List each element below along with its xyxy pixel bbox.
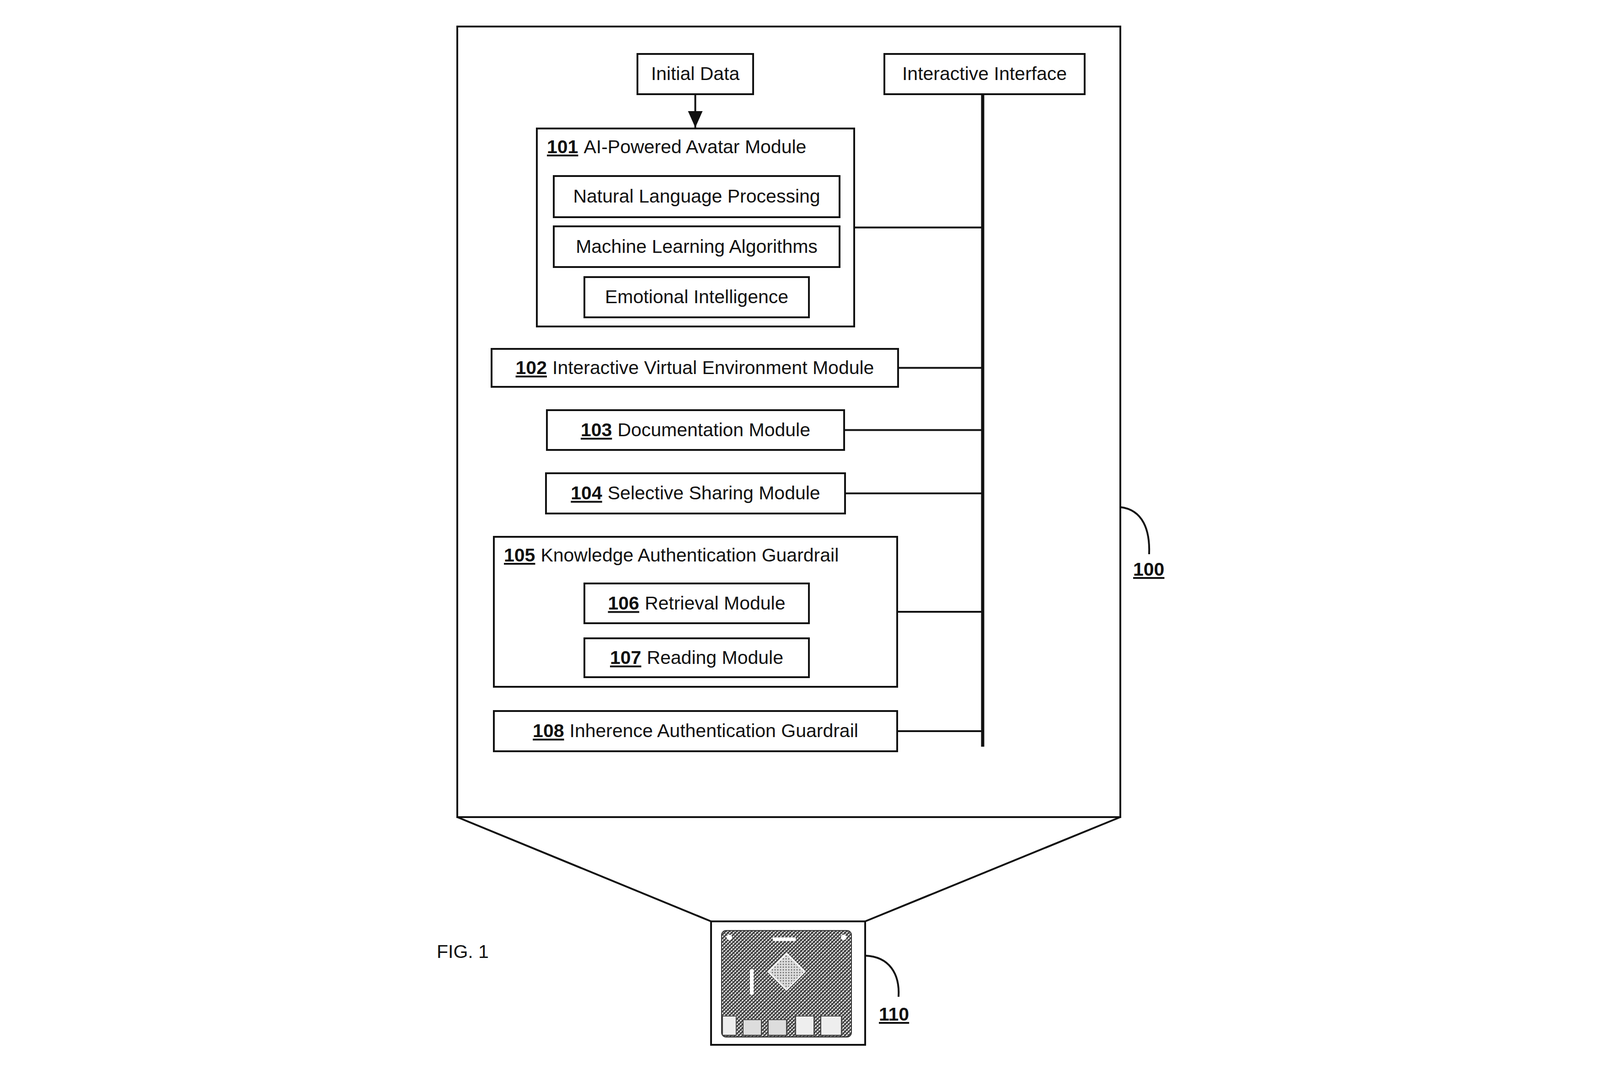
callout-number: 108 (532, 720, 564, 742)
module-box: 102Interactive Virtual Environment Modul… (490, 347, 899, 388)
text-row: Initial Data (638, 62, 753, 86)
text-row: 104Selective Sharing Module (546, 481, 845, 505)
submodule-box: 107Reading Module (583, 637, 810, 679)
box-label: Initial Data (651, 63, 740, 85)
text-row: 107Reading Module (585, 646, 809, 669)
bus-connector (898, 95, 983, 369)
box-label: Inherence Authentication Guardrail (569, 720, 859, 742)
text-row: 101AI-Powered Avatar Module (537, 135, 854, 159)
text-row: 105Knowledge Authentication Guardrail (494, 544, 897, 567)
leader-line (1120, 507, 1150, 555)
system-outline (457, 26, 1121, 818)
guardrail-box: 105Knowledge Authentication Guardrail 106… (492, 535, 899, 688)
input-box: Initial Data (636, 53, 755, 96)
figure-label: FIG. 1 (436, 941, 489, 963)
box-label: Knowledge Authentication Guardrail (540, 544, 839, 566)
bus-connector (898, 95, 983, 612)
callout-number: 101 (546, 136, 578, 158)
box-label: Interactive Interface (902, 63, 1067, 85)
module-box: 101AI-Powered Avatar ModuleNatural Langu… (535, 127, 856, 328)
text-row: Natural Language Processing (554, 185, 839, 208)
circuit-board (711, 921, 866, 1045)
bus-connector (898, 95, 983, 732)
box-label: Reading Module (646, 647, 784, 669)
zoom-line (865, 817, 1121, 922)
bus-connector (855, 95, 983, 228)
submodule-box: 106Retrieval Module (583, 582, 810, 625)
zoom-line (457, 817, 712, 922)
text-row: 102Interactive Virtual Environment Modul… (492, 356, 898, 380)
callout-number: 104 (570, 482, 602, 504)
box-label: Natural Language Processing (572, 185, 820, 207)
box-label: Selective Sharing Module (607, 482, 821, 504)
box-label: Retrieval Module (644, 592, 786, 614)
feature-box: Machine Learning Algorithms (552, 225, 841, 268)
callout-number: 105 (503, 544, 536, 566)
arrow-connector (694, 95, 697, 128)
text-row: Machine Learning Algorithms (554, 235, 839, 258)
text-row: 103Documentation Module (547, 418, 844, 442)
module-box: 104Selective Sharing Module (545, 472, 846, 515)
box-label: Emotional Intelligence (604, 286, 789, 308)
box-label: Documentation Module (617, 419, 811, 441)
bus-connector (845, 95, 983, 494)
callout-number: 110 (878, 1003, 910, 1026)
text-row: 106Retrieval Module (585, 592, 809, 615)
interface-box: Interactive Interface (883, 53, 1086, 96)
text-row: Interactive Interface (885, 62, 1084, 86)
box-label: Interactive Virtual Environment Module (552, 357, 874, 379)
callout-number: 103 (580, 419, 612, 441)
guardrail-box: 108Inherence Authentication Guardrail (492, 710, 899, 753)
interface-bus (981, 95, 985, 747)
leader-line (865, 955, 899, 997)
callout-number: 100 (1133, 558, 1165, 581)
callout-number: 102 (515, 357, 547, 379)
feature-box: Emotional Intelligence (583, 276, 810, 319)
callout-number: 107 (610, 647, 642, 669)
box-label: AI-Powered Avatar Module (583, 136, 807, 158)
callout-number: 106 (607, 592, 639, 614)
text-row: Emotional Intelligence (585, 285, 809, 309)
feature-box: Natural Language Processing (552, 175, 841, 219)
box-label: Machine Learning Algorithms (575, 235, 818, 257)
module-box: 103Documentation Module (545, 409, 846, 451)
text-row: 108Inherence Authentication Guardrail (494, 719, 897, 743)
